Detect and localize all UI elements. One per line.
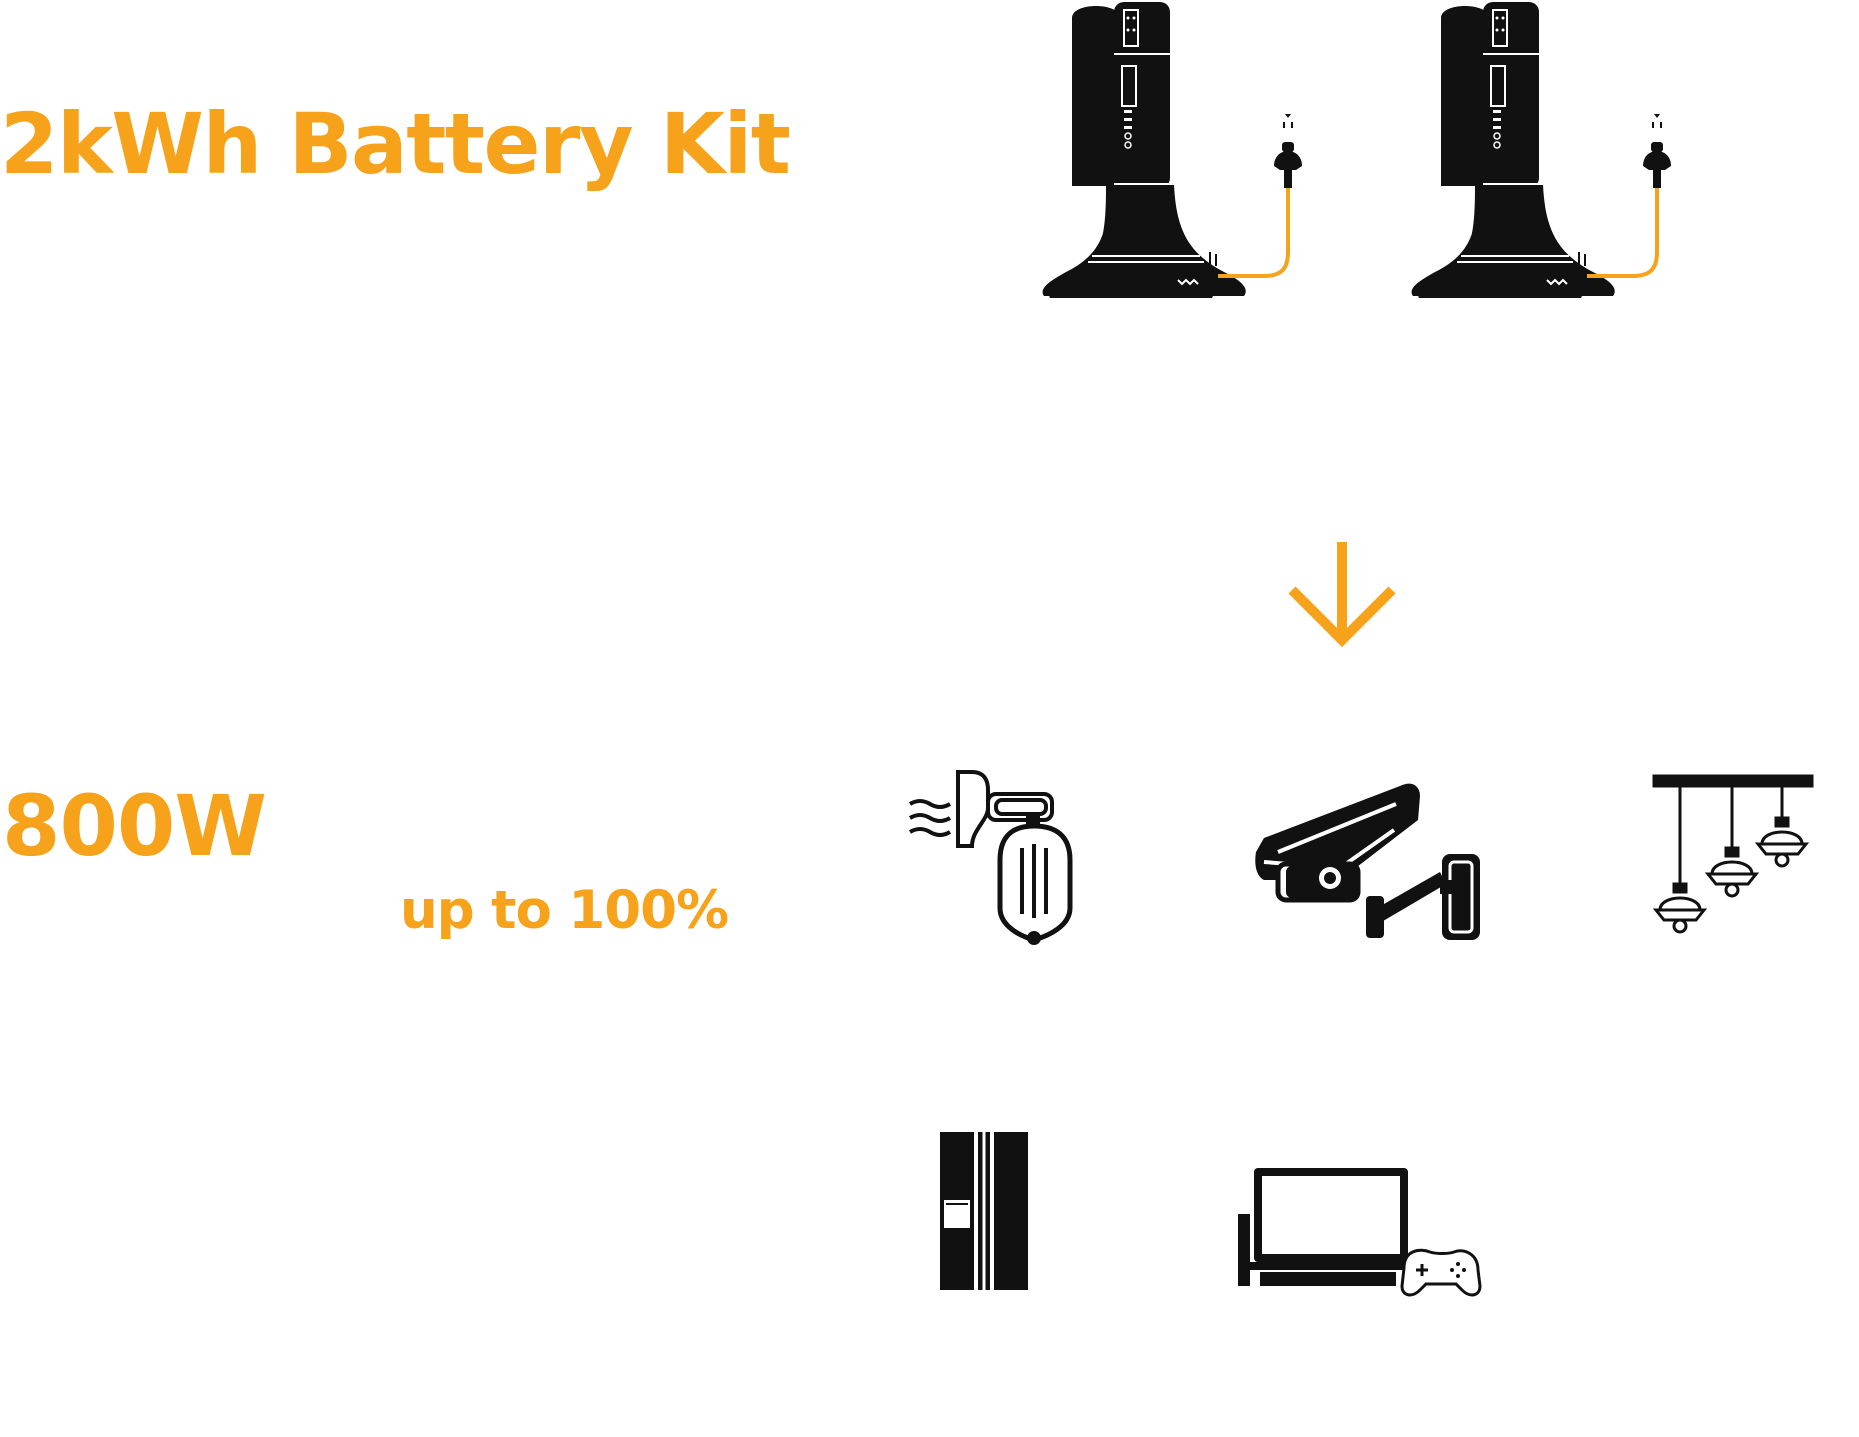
refrigerator-icon: [940, 1132, 1028, 1290]
page-title: 2kWh Battery Kit: [0, 95, 791, 193]
battery-unit-left-icon: [1040, 0, 1304, 300]
tv-game-console-icon: [1238, 1168, 1482, 1297]
arrow-down-icon: [1288, 542, 1396, 648]
air-conditioner-icon: [908, 770, 1073, 945]
efficiency-label: up to 100%: [400, 880, 729, 941]
security-camera-icon: [1255, 783, 1480, 940]
pendant-lights-icon: [1652, 774, 1814, 934]
power-rating: 800W: [2, 777, 267, 875]
battery-unit-right-icon: [1409, 0, 1673, 300]
